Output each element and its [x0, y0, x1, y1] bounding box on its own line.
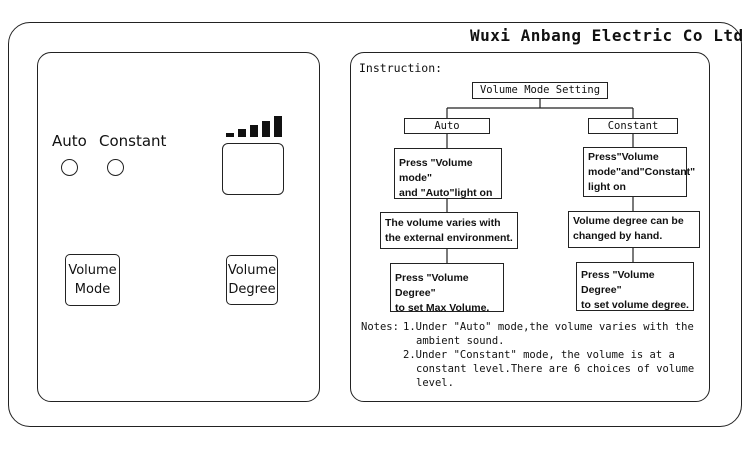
- auto-step2-node: The volume varies with the external envi…: [380, 212, 518, 249]
- level-bar-2: [238, 129, 246, 137]
- constant-step1-line3: light on: [588, 181, 626, 193]
- constant-header-node: Constant: [588, 118, 678, 134]
- volume-mode-button[interactable]: Volume Mode: [65, 254, 120, 306]
- note-2-line1: 2.Under "Constant" mode, the volume is a…: [403, 349, 675, 361]
- level-bar-5: [274, 116, 282, 137]
- auto-indicator-light: [61, 159, 78, 176]
- control-panel: [37, 52, 320, 402]
- volume-degree-button[interactable]: Volume Degree: [226, 255, 278, 305]
- level-bar-1: [226, 133, 234, 137]
- note-2-line3: level.: [416, 377, 454, 389]
- instruction-title: Instruction:: [359, 61, 443, 75]
- device-outline: [8, 22, 742, 427]
- constant-step3-line1: Press "Volume Degree": [581, 269, 655, 296]
- auto-step3-node: Press "Volume Degree" to set Max Volume.: [390, 263, 504, 314]
- auto-step1-line2: and "Auto"light on: [399, 187, 493, 199]
- note-1-line2: ambient sound.: [416, 335, 505, 347]
- constant-step2-line2: changed by hand.: [573, 230, 663, 242]
- constant-step1-line1: Press"Volume: [588, 151, 659, 163]
- auto-step1-line1: Press "Volume mode": [399, 157, 473, 184]
- volume-mode-setting-node: Volume Mode Setting: [472, 82, 608, 99]
- constant-indicator-light: [107, 159, 124, 176]
- constant-step3-line2: to set volume degree.: [581, 299, 689, 311]
- auto-step2-line1: The volume varies with: [385, 217, 501, 229]
- auto-step3-line1: Press "Volume Degree": [395, 272, 469, 299]
- volume-degree-line2: Degree: [228, 282, 276, 297]
- note-2-line2: constant level.There are 6 choices of vo…: [416, 363, 695, 375]
- volume-mode-line2: Mode: [74, 282, 111, 297]
- volume-display: [222, 143, 284, 195]
- notes-prefix: Notes:: [361, 321, 399, 333]
- auto-step1-node: Press "Volume mode" and "Auto"light on: [394, 148, 502, 199]
- constant-step1-node: Press"Volume mode"and"Constant" light on: [583, 147, 696, 197]
- note-1-line1: 1.Under "Auto" mode,the volume varies wi…: [403, 321, 694, 333]
- level-bar-4: [262, 121, 270, 137]
- constant-label: Constant: [99, 132, 167, 150]
- constant-step2-line1: Volume degree can be: [573, 215, 684, 227]
- level-bar-3: [250, 125, 258, 137]
- auto-label: Auto: [52, 132, 87, 150]
- auto-header-node: Auto: [404, 118, 490, 134]
- auto-step2-line2: the external environment.: [385, 232, 513, 244]
- constant-step3-node: Press "Volume Degree" to set volume degr…: [576, 262, 694, 311]
- constant-step2-node: Volume degree can be changed by hand.: [568, 211, 700, 248]
- volume-mode-line1: Volume: [68, 263, 117, 278]
- constant-step1-line2: mode"and"Constant": [588, 166, 696, 178]
- volume-degree-line1: Volume: [227, 263, 277, 278]
- company-name: Wuxi Anbang Electric Co Ltd: [470, 26, 744, 45]
- instruction-panel: [350, 52, 710, 402]
- volume-level-icon: [226, 115, 286, 137]
- auto-step3-line2: to set Max Volume.: [395, 302, 490, 314]
